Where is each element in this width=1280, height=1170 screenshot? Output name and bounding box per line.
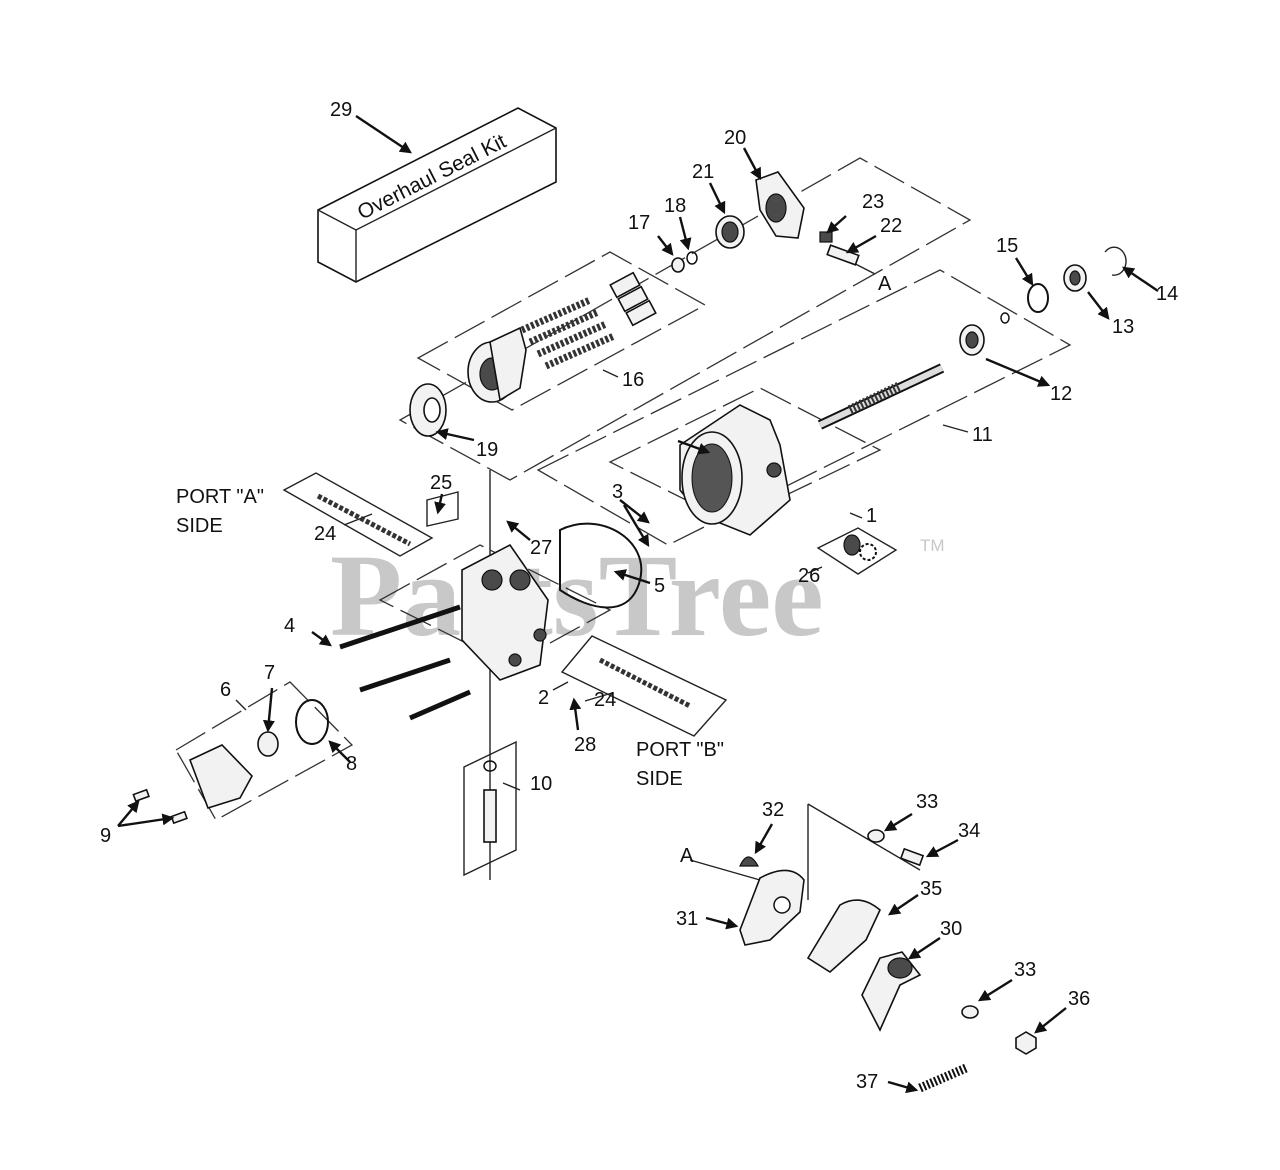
- callout-31: 31: [676, 908, 698, 930]
- callout-20: 20: [724, 127, 746, 149]
- thrust-plate-19: [409, 383, 447, 437]
- reference-mark-upper: A: [878, 273, 892, 295]
- callout-13: 13: [1112, 316, 1134, 338]
- pump-housing: [679, 404, 791, 536]
- callout-8: 8: [346, 753, 357, 775]
- port-b-label-line2: SIDE: [636, 768, 683, 790]
- o-ring-15: [1000, 283, 1049, 324]
- callout-37: 37: [856, 1071, 878, 1093]
- cylinder-block: [467, 326, 527, 403]
- callout-24-lower: 24: [594, 689, 616, 711]
- callout-36: 36: [1068, 988, 1090, 1010]
- callout-4: 4: [284, 615, 295, 637]
- callout-35: 35: [920, 878, 942, 900]
- callout-27: 27: [530, 537, 552, 559]
- callout-23: 23: [862, 191, 884, 213]
- return-arm-30: [861, 951, 922, 1032]
- callout-28: 28: [574, 734, 596, 756]
- port-b-label-line1: PORT "B": [636, 739, 724, 761]
- reference-mark-lower: A: [680, 845, 694, 867]
- spring-37: [918, 1063, 968, 1093]
- control-arm-31: [739, 869, 805, 946]
- callout-9: 9: [100, 825, 111, 847]
- washers-and-nut: [867, 829, 1037, 1055]
- input-shaft: [817, 363, 945, 430]
- bypass-valve-10: [483, 760, 497, 843]
- callout-21: 21: [692, 161, 714, 183]
- callout-32: 32: [762, 799, 784, 821]
- callout-numbers: 29 20 21 18 17 23 22 15 14 13 12 11 16 1…: [100, 99, 1178, 1093]
- callout-19: 19: [476, 439, 498, 461]
- callout-15: 15: [996, 235, 1018, 257]
- callout-33-upper: 33: [916, 791, 938, 813]
- bolts: [339, 604, 471, 721]
- shaft-bearing: [959, 324, 985, 356]
- callout-34: 34: [958, 820, 980, 842]
- callout-3: 3: [612, 481, 623, 503]
- bearing-21: [715, 215, 745, 249]
- charge-pump-parts: [132, 699, 329, 825]
- callout-30: 30: [940, 918, 962, 940]
- callout-22: 22: [880, 215, 902, 237]
- bearing-13: [1063, 264, 1087, 292]
- exploded-planes: [175, 157, 1072, 821]
- seal-26: [843, 534, 877, 561]
- callout-33-lower: 33: [1014, 959, 1036, 981]
- callout-14: 14: [1156, 283, 1178, 305]
- center-section: [461, 543, 549, 681]
- callout-18: 18: [664, 195, 686, 217]
- pistons-and-springs: [520, 271, 657, 370]
- callout-7: 7: [264, 662, 275, 684]
- overhaul-seal-kit-box: Overhaul Seal Kit: [317, 107, 557, 283]
- seal-17-18: [671, 251, 698, 273]
- callout-2: 2: [538, 687, 549, 709]
- callout-5: 5: [654, 575, 665, 597]
- callout-1: 1: [866, 505, 877, 527]
- trademark-mark: TM: [920, 536, 945, 555]
- partstree-watermark: PartsTree: [330, 530, 824, 661]
- callout-11: 11: [972, 424, 993, 446]
- callout-12: 12: [1050, 383, 1072, 405]
- check-valve-assemblies: [316, 493, 692, 709]
- callout-17: 17: [628, 212, 650, 234]
- callout-16: 16: [622, 369, 644, 391]
- swashplate-20: [755, 171, 805, 239]
- callout-25: 25: [430, 472, 452, 494]
- callout-10: 10: [530, 773, 552, 795]
- callout-29: 29: [330, 99, 352, 121]
- callout-26: 26: [798, 565, 820, 587]
- callout-leaders: [117, 115, 1159, 1094]
- port-a-label-line1: PORT "A": [176, 486, 264, 508]
- callout-6: 6: [220, 679, 231, 701]
- trunnion-22-23: [819, 231, 860, 266]
- retaining-ring-14: [1104, 246, 1127, 276]
- bracket-35: [806, 899, 881, 973]
- port-a-label-line2: SIDE: [176, 515, 223, 537]
- callout-24-upper: 24: [314, 523, 336, 545]
- cam-32: [739, 856, 760, 867]
